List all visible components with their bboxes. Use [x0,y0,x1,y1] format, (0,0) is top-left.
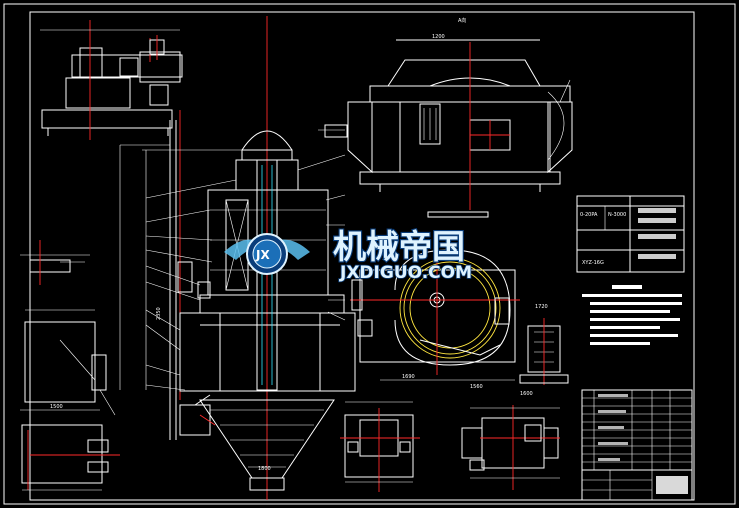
inner-frame [29,11,695,501]
spec-table: 0-20PA N-3000 XYZ-16G [576,195,685,273]
leader-lines-right [297,129,346,321]
emblem-text: JX [255,248,270,262]
dim-right-a: 1720 [535,304,548,310]
spec-pressure: 0-20PA [580,212,598,218]
dim-cone: 1800 [258,466,271,472]
a-view-title: A向 [458,17,466,24]
fan-housing-view: 1690 1560 [350,249,520,390]
leader-lines-left [119,144,242,391]
dim-height: 2350 [156,307,162,320]
watermark-cn: 机械帝国 [333,227,465,266]
technical-notes [582,285,682,345]
watermark-logo: JX 机械帝国 JXDIGUO.COM [224,226,473,284]
title-block [581,389,693,501]
watermark-en: JXDIGUO.COM [339,263,472,283]
side-part-view [519,318,569,385]
bottom-detail-views [340,401,560,492]
dim-right-b: 1600 [520,391,533,397]
dim-bottom-a: 1690 [402,374,415,380]
dim-bottom-b: 1560 [470,384,483,390]
drawing-border [3,3,736,505]
dim-side: 1500 [50,404,63,410]
a-view: A向 1200 [324,17,573,218]
spec-model: XYZ-16G [582,260,604,266]
motor-reducer-view [40,20,183,140]
main-body-elevation [169,120,356,491]
left-detail-views: 1500 [20,240,120,491]
dim-top-width: 1200 [432,34,445,40]
spec-speed: N-3000 [608,212,626,218]
